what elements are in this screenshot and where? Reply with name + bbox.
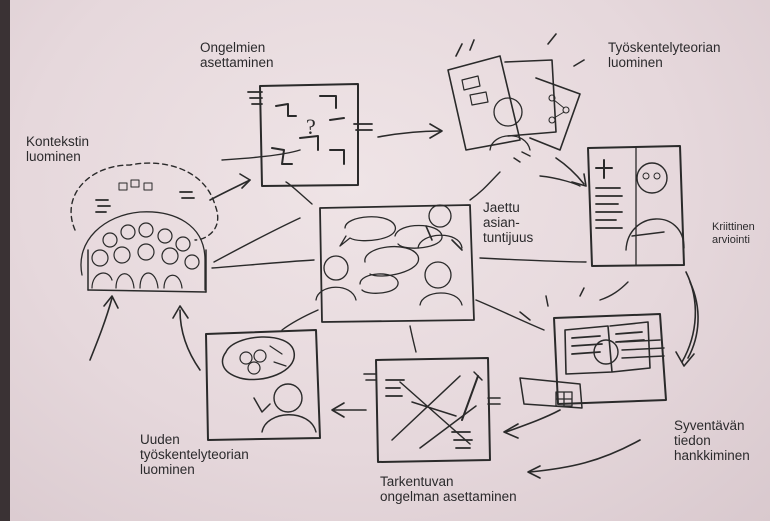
arrowhead <box>172 305 189 319</box>
knowledge-acquisition-illustration <box>519 287 667 409</box>
arrowhead <box>527 465 541 479</box>
spoke <box>409 325 417 353</box>
spoke <box>285 181 313 205</box>
arrowhead <box>675 351 695 367</box>
spoke <box>211 259 315 269</box>
arrowhead <box>331 402 345 418</box>
arrow-newtheory-to-context <box>179 309 201 371</box>
spoke <box>281 309 319 331</box>
arrow-context-to-problem <box>209 179 251 201</box>
refined-problem-illustration <box>363 357 501 463</box>
working-theory-illustration <box>447 33 585 163</box>
spoke <box>539 175 581 187</box>
shared-expertise-illustration <box>315 204 475 323</box>
label-tarkentuvan-ongelman-asettaminen: Tarkentuvan ongelman asettaminen <box>380 474 517 504</box>
arrow-into-context <box>89 297 113 361</box>
critical-evaluation-illustration <box>587 145 685 267</box>
label-ongelmien-asettaminen: Ongelmien asettaminen <box>200 40 274 70</box>
arrowhead <box>503 423 519 439</box>
spoke <box>479 257 587 263</box>
label-kriittinen-arviointi: Kriittinen arviointi <box>712 221 755 246</box>
new-working-theory-illustration <box>205 329 321 441</box>
label-jaettu-asiantuntijuus: Jaettu asian- tuntijuus <box>483 200 534 245</box>
problem-setting-illustration: ? <box>247 83 373 187</box>
question-mark-icon: ? <box>306 114 316 139</box>
spoke <box>213 217 301 263</box>
label-uuden-tyoskentelyteorian-luominen: Uuden työskentelyteorian luominen <box>140 432 249 477</box>
arrowhead <box>571 173 587 187</box>
context-creation-illustration <box>70 162 219 293</box>
label-syventavan-tiedon-hankkiminen: Syventävän tiedon hankkiminen <box>674 418 750 463</box>
label-tyoskentelyteorian-luominen: Työskentelyteorian luominen <box>608 40 721 70</box>
spoke <box>599 281 629 301</box>
cycle-arrows <box>89 123 699 479</box>
book-edge <box>0 0 10 521</box>
arrow-theory-to-evaluation <box>555 157 585 185</box>
arrowhead <box>103 295 119 309</box>
arrow-evaluation-to-knowledge-2 <box>687 281 699 359</box>
spoke <box>221 149 301 161</box>
spoke <box>475 299 545 331</box>
arrow-evaluation-to-knowledge <box>681 271 697 363</box>
spoke <box>469 171 501 201</box>
arrow-problem-to-theory <box>377 130 441 138</box>
arrowhead <box>429 123 443 139</box>
label-kontekstin-luominen: Kontekstin luominen <box>26 134 90 164</box>
arrow-knowledge-to-refined <box>505 409 561 433</box>
arrow-knowledge-to-refined-2 <box>529 439 641 473</box>
arrowhead <box>239 173 251 189</box>
paper-background <box>10 0 770 521</box>
